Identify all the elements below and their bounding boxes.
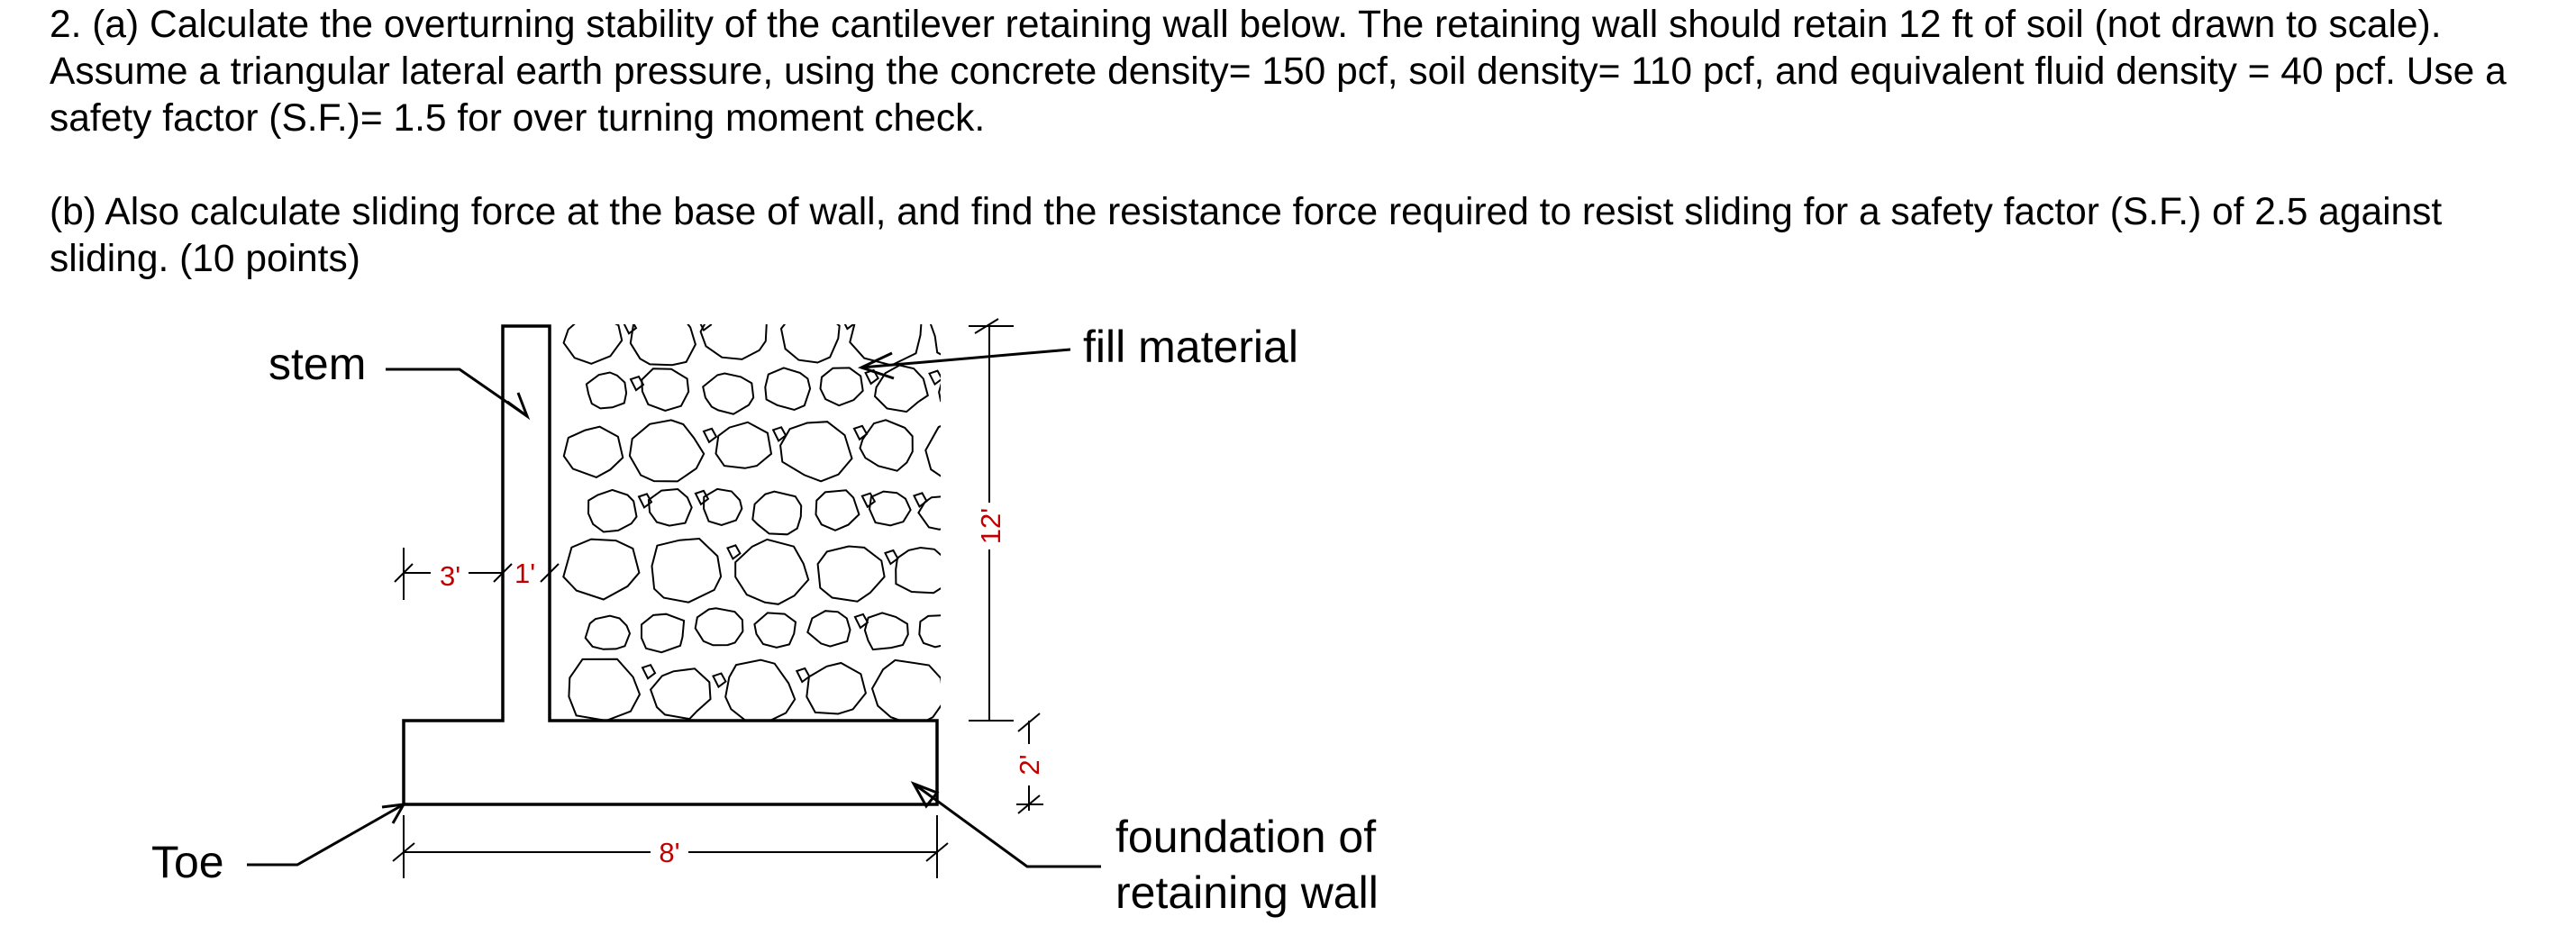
pebble <box>926 309 939 322</box>
stone <box>641 613 686 654</box>
foundation-leader-line <box>913 782 1101 868</box>
stone <box>694 607 744 647</box>
stone <box>734 538 810 605</box>
fill-material-stones <box>562 307 1022 721</box>
base-width-dimension: 8' <box>392 815 949 878</box>
stone <box>629 324 696 367</box>
foundation-label-line1: foundation of <box>1115 812 1376 862</box>
stone <box>764 367 812 412</box>
stone <box>699 324 768 360</box>
pebble <box>1009 307 1022 321</box>
pebble <box>947 668 960 682</box>
soil-height-dimension-text: 12' <box>975 508 1006 544</box>
stone <box>806 610 851 648</box>
pebble <box>963 497 976 511</box>
toe-label: Toe <box>151 837 224 887</box>
pebble <box>629 375 645 392</box>
pebble <box>913 492 928 508</box>
pebble <box>843 324 855 331</box>
problem-part-a: 2. (a) Calculate the overturning stabili… <box>50 4 2507 140</box>
stone <box>868 490 912 527</box>
stone <box>816 545 886 603</box>
stone <box>702 372 755 415</box>
stone <box>562 538 641 601</box>
stone <box>918 614 941 649</box>
pebble <box>860 492 877 509</box>
stone <box>895 546 941 595</box>
toe-stem-dimension: 3' 1' <box>394 548 560 600</box>
base-thickness-dimension: 2' <box>1014 713 1045 814</box>
pebble <box>637 493 653 509</box>
pebble <box>990 370 1003 384</box>
stone <box>806 661 867 715</box>
stone <box>779 421 853 483</box>
toe-width-dimension: 3' <box>440 560 460 592</box>
stone <box>584 614 632 650</box>
stone <box>779 324 841 364</box>
foundation-arrowhead <box>910 781 940 809</box>
soil-height-dimension: 12' <box>969 318 1014 722</box>
problem-statement: 2. (a) Calculate the overturning stabili… <box>50 2 2554 283</box>
stone <box>649 667 712 721</box>
stone-pattern <box>562 307 1022 721</box>
stone <box>641 368 690 412</box>
stone <box>647 487 693 527</box>
fill-material-label: fill material <box>1083 322 1298 372</box>
pebble <box>641 663 657 680</box>
problem-part-b: (b) Also calculate sliding force at the … <box>50 191 2443 280</box>
stone <box>929 324 941 356</box>
stone <box>815 489 860 531</box>
stone <box>585 371 628 410</box>
stone <box>651 537 723 604</box>
stone <box>819 367 864 407</box>
stone <box>753 612 797 649</box>
pebble <box>712 672 727 689</box>
retaining-wall-outline <box>402 324 939 806</box>
base-width-dimension-text: 8' <box>659 837 679 868</box>
stone <box>873 364 929 413</box>
stone <box>628 419 705 483</box>
base-thickness-dimension-text: 2' <box>1014 754 1045 775</box>
stem-label: stem <box>269 339 366 389</box>
stone <box>917 495 941 531</box>
pebble <box>725 544 742 560</box>
foundation-label-line2: retaining wall <box>1115 867 1379 918</box>
stone <box>938 383 941 403</box>
stone <box>587 488 638 533</box>
pebble <box>795 667 811 684</box>
stone <box>568 658 642 721</box>
stone <box>715 421 773 469</box>
toe-arrowhead <box>381 803 406 824</box>
stone <box>703 487 743 527</box>
stone <box>863 612 909 651</box>
pebble <box>623 324 638 335</box>
fill-leader-line <box>860 348 1071 369</box>
toe-leader-line <box>247 803 405 867</box>
fill-arrowhead <box>857 351 895 380</box>
pebble <box>702 427 718 444</box>
pebble <box>694 489 710 506</box>
stone <box>870 658 941 721</box>
stem-thickness-dimension: 1' <box>514 558 535 589</box>
stone <box>562 324 624 365</box>
pebble <box>960 617 973 631</box>
pebble <box>884 549 899 566</box>
stone <box>859 419 914 472</box>
stem-arrowhead <box>506 392 531 421</box>
stone <box>724 658 796 721</box>
stone <box>924 425 941 477</box>
stone <box>849 324 923 367</box>
stem-leader-line <box>386 368 528 418</box>
pebble <box>699 324 713 332</box>
pebble <box>928 369 941 386</box>
stone <box>751 490 803 536</box>
stone <box>562 425 624 478</box>
